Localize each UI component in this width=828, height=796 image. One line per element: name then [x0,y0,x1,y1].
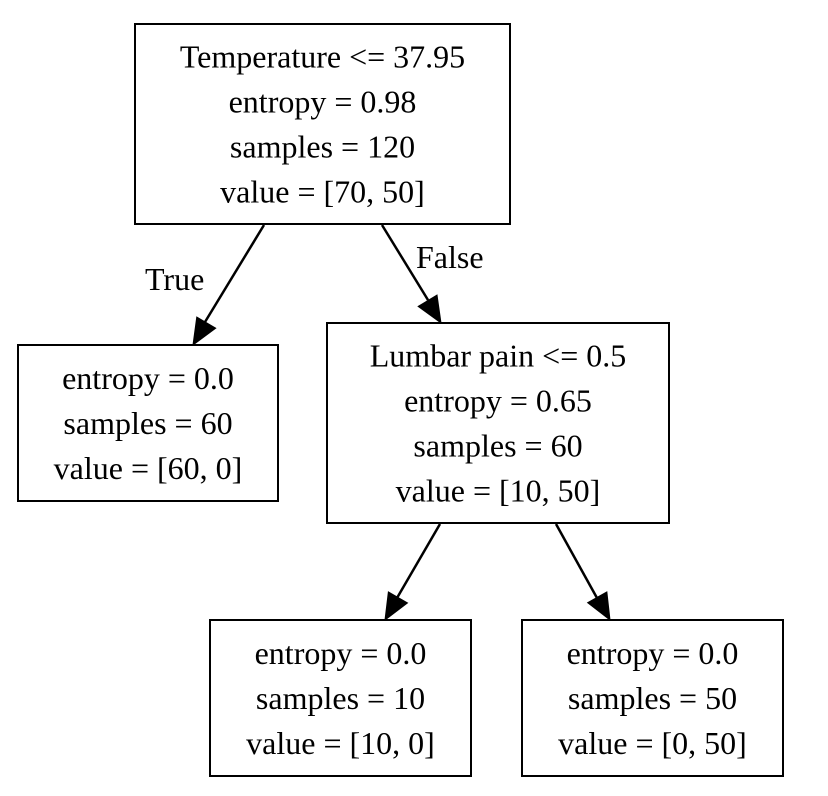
tree-node-right-left: entropy = 0.0 samples = 10 value = [10, 0] [209,619,472,777]
node-line: entropy = 0.65 [404,383,592,419]
node-line: value = [60, 0] [54,450,243,486]
edge-line [380,224,430,301]
node-line: samples = 60 [63,405,232,441]
node-box [521,619,784,777]
tree-edge-right-to-right-right [554,523,611,622]
node-box [326,322,670,524]
arrowhead-icon [417,294,442,325]
node-line: samples = 10 [256,680,425,716]
tree-edge-root-to-left: True [145,224,266,347]
arrowhead-icon [384,591,409,622]
node-box [209,619,472,777]
edge-label-true: True [145,261,204,297]
arrowhead-icon [586,591,611,622]
tree-node-left: entropy = 0.0 samples = 60 value = [60, 0] [17,344,279,502]
tree-node-right-right: entropy = 0.0 samples = 50 value = [0, 50] [521,619,784,777]
node-line: value = [10, 50] [396,473,601,509]
node-line: Temperature <= 37.95 [180,39,465,75]
tree-edge-root-to-right: False [380,224,484,325]
edges-layer: True False [145,224,611,622]
node-box [134,23,511,225]
edge-line [395,523,442,599]
node-line: Lumbar pain <= 0.5 [370,338,626,374]
node-line: entropy = 0.0 [255,635,427,671]
node-line: samples = 120 [230,129,415,165]
edge-label-false: False [416,239,484,275]
node-line: value = [0, 50] [558,725,747,761]
edge-line [203,224,266,323]
tree-node-right: Lumbar pain <= 0.5 entropy = 0.65 samples … [326,322,670,524]
node-line: samples = 50 [568,680,737,716]
edge-line [554,523,599,599]
node-line: entropy = 0.0 [567,635,739,671]
arrowhead-icon [192,316,217,347]
node-box [17,344,279,502]
node-line: entropy = 0.98 [229,84,417,120]
tree-edge-right-to-right-left [384,523,442,622]
tree-node-root: Temperature <= 37.95 entropy = 0.98 sample… [134,23,511,225]
node-line: samples = 60 [413,428,582,464]
node-line: value = [70, 50] [220,174,425,210]
nodes-layer: Temperature <= 37.95 entropy = 0.98 sample… [17,23,784,777]
node-line: value = [10, 0] [246,725,435,761]
node-line: entropy = 0.0 [62,360,234,396]
